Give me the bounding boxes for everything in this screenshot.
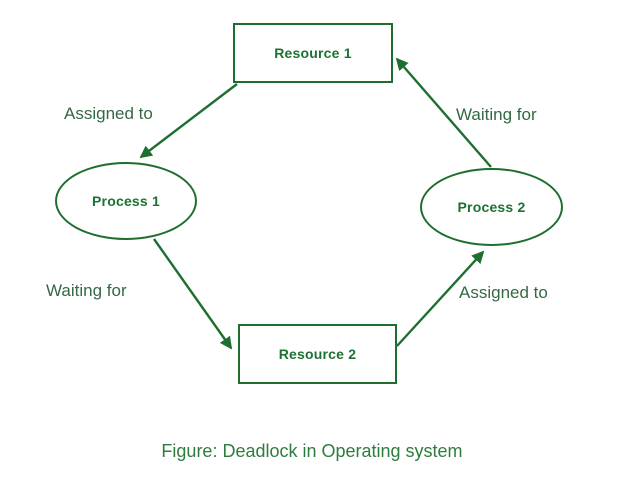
node-process-1: Process 1 <box>55 162 197 240</box>
arrow-resource1-to-process1 <box>139 83 238 159</box>
figure-caption: Figure: Deadlock in Operating system <box>161 441 463 461</box>
node-resource-1-label: Resource 1 <box>274 45 352 61</box>
arrow-process1-to-resource2 <box>153 238 233 350</box>
node-resource-1: Resource 1 <box>233 23 393 83</box>
edge-label-assigned-to-top-left: Assigned to <box>64 104 153 123</box>
edge-label-waiting-for-top-right: Waiting for <box>456 105 537 124</box>
node-process-1-label: Process 1 <box>92 193 160 209</box>
node-process-2-label: Process 2 <box>457 199 526 215</box>
node-process-2: Process 2 <box>420 168 563 246</box>
node-resource-2: Resource 2 <box>238 324 397 384</box>
edge-label-assigned-to-bottom-right: Assigned to <box>459 283 548 302</box>
edge-label-waiting-for-bottom-left: Waiting for <box>46 281 127 300</box>
node-resource-2-label: Resource 2 <box>278 346 357 362</box>
